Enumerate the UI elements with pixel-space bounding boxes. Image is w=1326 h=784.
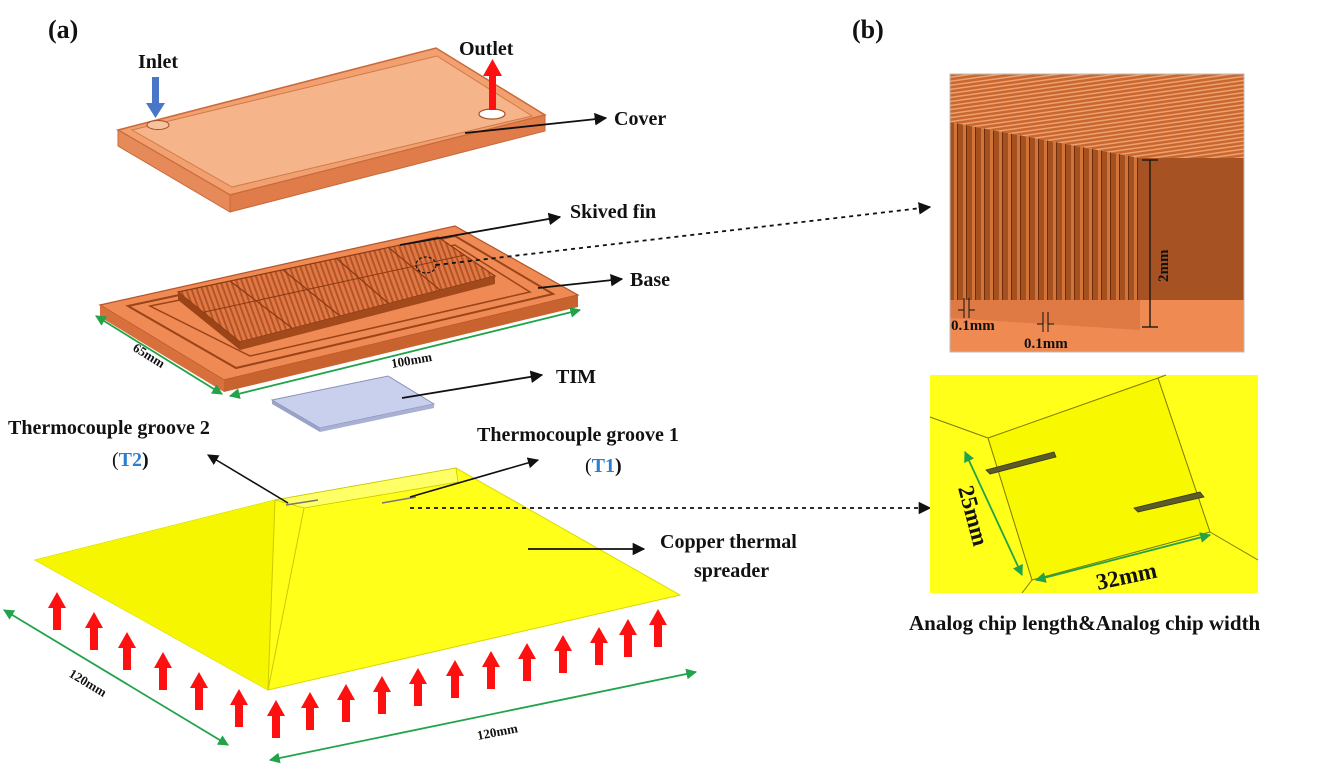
fin-gap-label: 0.1mm bbox=[1024, 336, 1068, 352]
spreader-depth-dim bbox=[3, 609, 229, 746]
groove2-symbol: (T2) bbox=[112, 449, 149, 471]
chip-groove-right bbox=[1133, 491, 1205, 513]
heat-arrow bbox=[118, 632, 136, 670]
fin-thickness-label: 0.1mm bbox=[951, 318, 995, 334]
groove1-leader bbox=[409, 457, 540, 498]
inlet-label: Inlet bbox=[138, 51, 178, 73]
skived-fin-leader bbox=[399, 212, 562, 246]
heat-arrow bbox=[337, 684, 355, 722]
skived-fin-label: Skived fin bbox=[570, 201, 656, 223]
fin-thickness-marker bbox=[958, 298, 975, 318]
spreader-depth-label: 120mm bbox=[66, 666, 109, 700]
base-label: Base bbox=[630, 269, 670, 291]
tim-label: TIM bbox=[556, 366, 596, 388]
groove1-slot bbox=[381, 496, 417, 504]
fin-height-label: 2mm bbox=[1156, 249, 1172, 282]
heat-arrow bbox=[190, 672, 208, 710]
base-width-dim bbox=[95, 315, 223, 395]
groove1-symbol: (T1) bbox=[585, 455, 622, 477]
heat-arrow bbox=[409, 668, 427, 706]
outlet-label: Outlet bbox=[459, 38, 514, 60]
copper-spreader bbox=[33, 467, 682, 691]
heat-arrow bbox=[619, 619, 637, 657]
outlet-port bbox=[478, 108, 506, 120]
chip-caption: Analog chip length&Analog chip width bbox=[909, 611, 1261, 635]
heat-arrow bbox=[301, 692, 319, 730]
groove2-slot bbox=[285, 499, 319, 506]
base-leader bbox=[537, 273, 624, 289]
heat-arrow bbox=[48, 592, 66, 630]
heat-arrow bbox=[446, 660, 464, 698]
cover-label: Cover bbox=[614, 108, 666, 130]
inlet-port bbox=[146, 120, 170, 130]
spreader-label-line2: spreader bbox=[694, 560, 769, 582]
cover-leader bbox=[464, 112, 608, 134]
base-length-dim bbox=[228, 307, 582, 399]
heat-arrow bbox=[590, 627, 608, 665]
groove1-label: Thermocouple groove 1 bbox=[477, 424, 679, 446]
heat-arrow bbox=[482, 651, 500, 689]
fin-detail-leader bbox=[435, 202, 932, 266]
fin-detail-view bbox=[949, 73, 1245, 353]
base-length-label: 100mm bbox=[390, 349, 433, 371]
groove2-leader bbox=[207, 454, 289, 504]
inlet-arrow bbox=[146, 77, 165, 118]
spreader-length-dim bbox=[268, 668, 698, 764]
heat-arrow bbox=[230, 689, 248, 727]
tim-leader bbox=[401, 370, 544, 399]
panel-b-label: (b) bbox=[852, 15, 884, 44]
heat-arrow bbox=[554, 635, 572, 673]
panel-a-label: (a) bbox=[48, 15, 78, 44]
chip-length-dim bbox=[1034, 532, 1212, 583]
fin-gap-marker bbox=[1037, 312, 1054, 332]
heat-arrow bbox=[267, 700, 285, 738]
spreader-label-line1: Copper thermal bbox=[660, 531, 797, 553]
chip-width-dim bbox=[964, 451, 1023, 576]
outlet-arrow bbox=[483, 59, 502, 110]
spreader-length-label: 120mm bbox=[476, 720, 519, 743]
heat-arrow bbox=[154, 652, 172, 690]
tim-pad bbox=[270, 375, 436, 432]
heat-arrow bbox=[518, 643, 536, 681]
heat-arrow bbox=[649, 609, 667, 647]
cover-plate bbox=[116, 47, 547, 213]
groove2-label: Thermocouple groove 2 bbox=[8, 417, 210, 439]
heat-arrow bbox=[85, 612, 103, 650]
heat-arrow bbox=[373, 676, 391, 714]
